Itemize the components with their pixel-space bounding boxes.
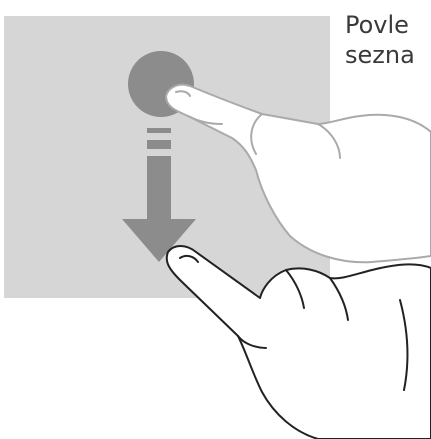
upper-pointing-hand-icon bbox=[166, 85, 431, 263]
lower-pointing-hand-icon bbox=[167, 246, 431, 439]
arrow-down-icon bbox=[122, 128, 196, 262]
